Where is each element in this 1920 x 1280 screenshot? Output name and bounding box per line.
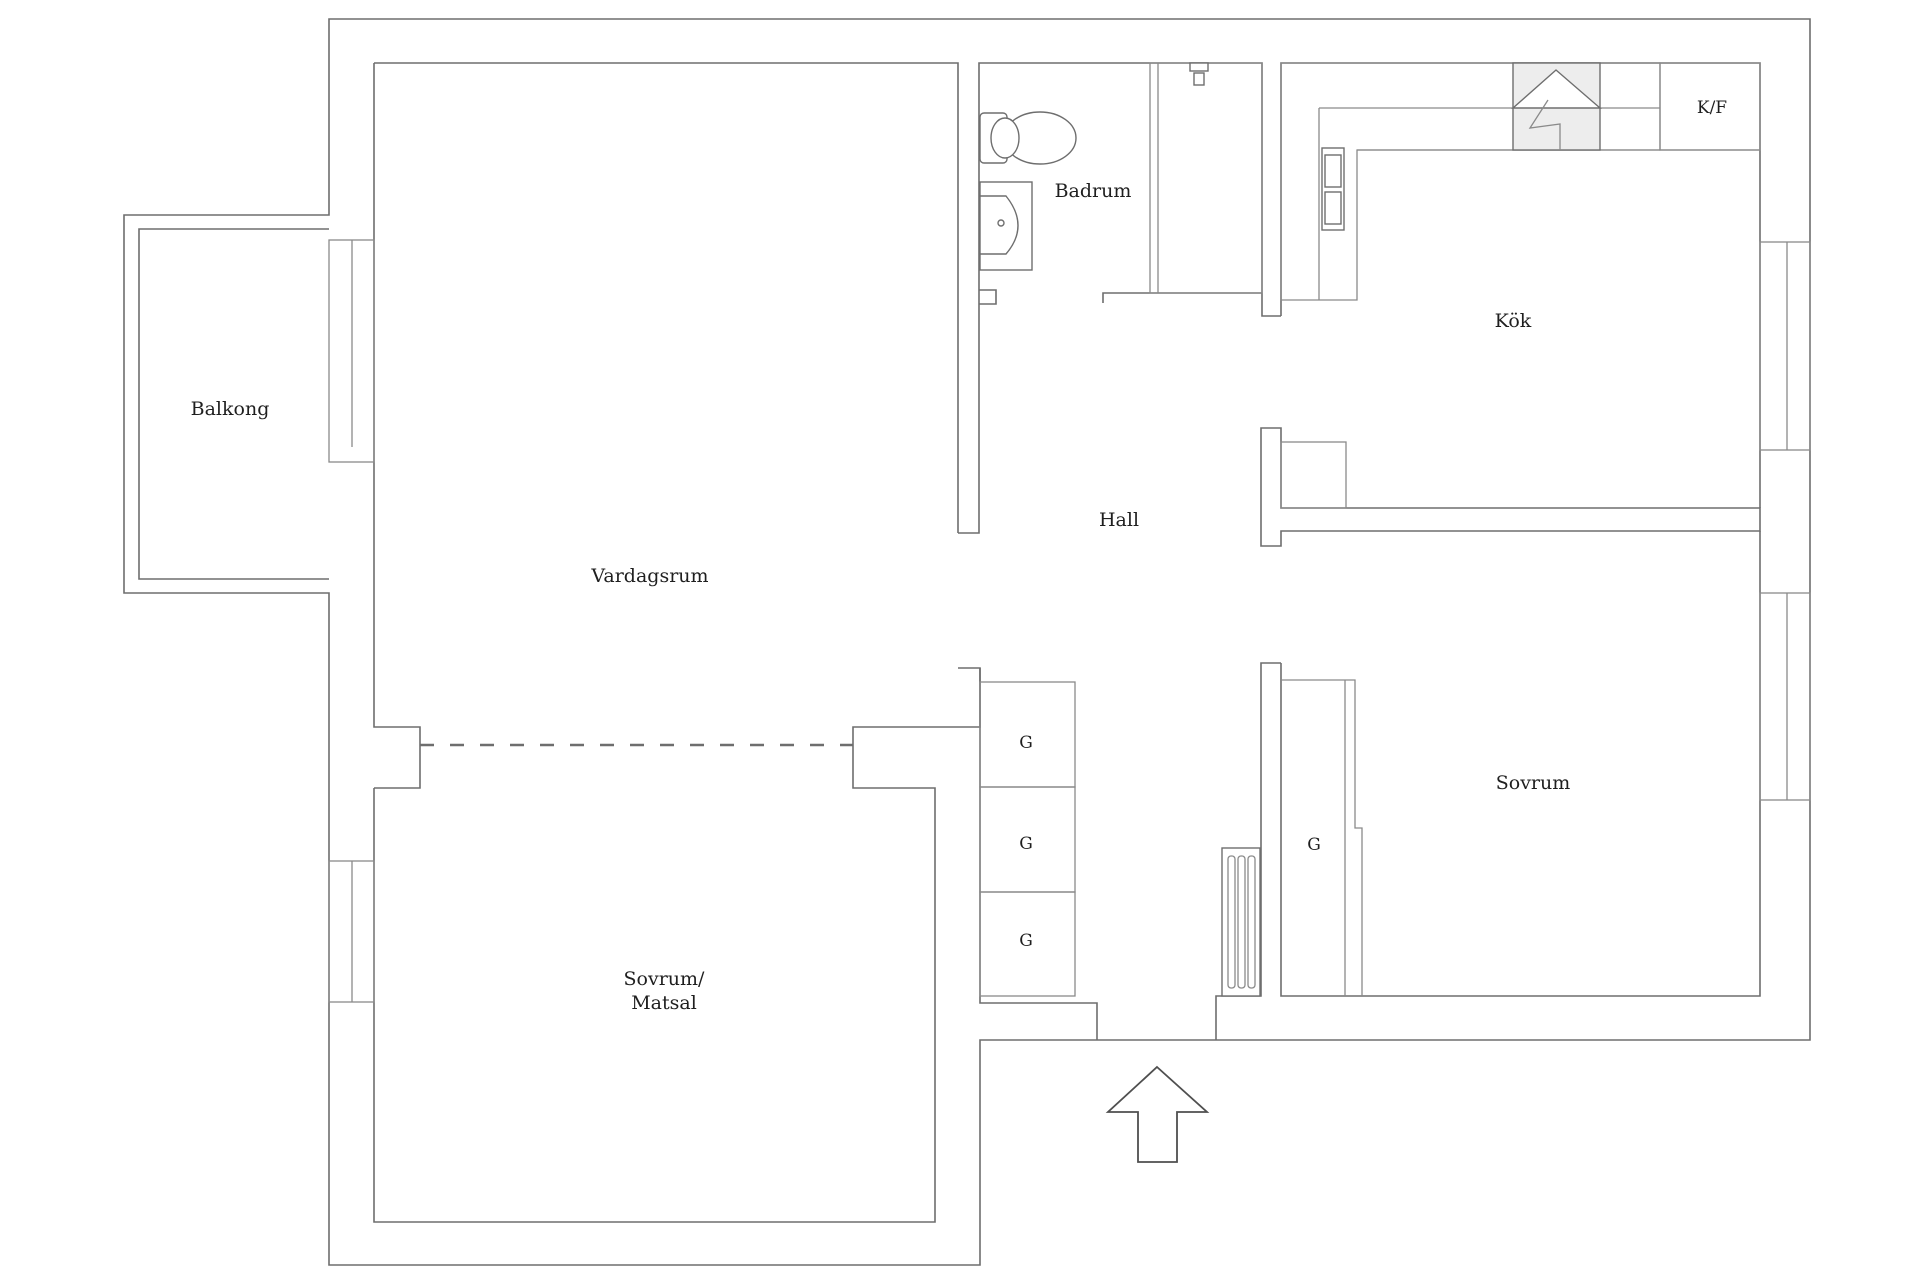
bedroom: Sovrum G xyxy=(1280,531,1811,997)
hall-kitchen-niche xyxy=(1280,441,1347,509)
hall-left-wall xyxy=(958,303,980,534)
room-label-bathroom: Badrum xyxy=(1055,180,1132,202)
kitchen-sink-icon xyxy=(1321,147,1345,231)
living-room-inner-wall xyxy=(374,62,959,533)
living-room-bottom-right-wall xyxy=(373,667,981,1223)
toilet-icon xyxy=(979,111,1077,165)
wardrobe-label-hall-3: G xyxy=(1019,931,1033,951)
shower-area xyxy=(1149,62,1263,294)
outer-wall-outline xyxy=(123,18,1811,1266)
bedroom-wall xyxy=(1280,531,1761,997)
shower-head-icon xyxy=(1189,62,1209,86)
label-fridge-freezer: K/F xyxy=(1697,98,1727,118)
room-label-bedroom-dining-line1: Sovrum/ xyxy=(624,968,706,990)
kitchen: K/F Kök xyxy=(1280,62,1811,508)
washbasin-icon xyxy=(979,181,1033,271)
wardrobe-label-hall-1: G xyxy=(1019,733,1033,753)
kitchen-counter-depth xyxy=(1357,149,1760,151)
hall-wardrobe-3 xyxy=(979,891,1076,997)
wardrobe-label-bedroom: G xyxy=(1307,835,1321,855)
window-bedroom xyxy=(1759,592,1811,801)
wardrobe-label-hall-2: G xyxy=(1019,834,1033,854)
hall-bottom-right-wall xyxy=(1215,662,1281,1040)
balcony-inner-outline xyxy=(138,228,329,580)
hall-kitchen-divider xyxy=(1260,427,1761,547)
room-label-kitchen: Kök xyxy=(1495,310,1532,332)
bedroom-wardrobe xyxy=(1281,679,1363,996)
fridge-freezer-area xyxy=(1659,62,1761,151)
hall-walls xyxy=(958,303,1761,1040)
bathroom-bottom-wall xyxy=(1102,292,1262,303)
bathroom: Badrum xyxy=(978,62,1281,317)
range-hood-icon xyxy=(1511,62,1602,151)
room-label-balcony: Balkong xyxy=(191,398,270,420)
entrance-arrow-icon xyxy=(1105,1065,1210,1163)
outer-walls xyxy=(123,18,1811,1266)
window-kitchen xyxy=(1759,241,1811,451)
hall-bottom-left-wall xyxy=(979,668,1098,1040)
room-label-hall: Hall xyxy=(1099,509,1139,531)
room-label-bedroom: Sovrum xyxy=(1496,772,1571,794)
room-label-living-room: Vardagsrum xyxy=(590,565,708,587)
room-label-bedroom-dining-line2: Matsal xyxy=(631,992,697,1014)
hall-wardrobes: G G G xyxy=(979,681,1076,997)
radiator-icon xyxy=(1221,847,1261,997)
bathroom-door-wall xyxy=(979,289,997,305)
living-room-walls xyxy=(328,62,981,1223)
living-room-left-wall xyxy=(373,63,421,789)
